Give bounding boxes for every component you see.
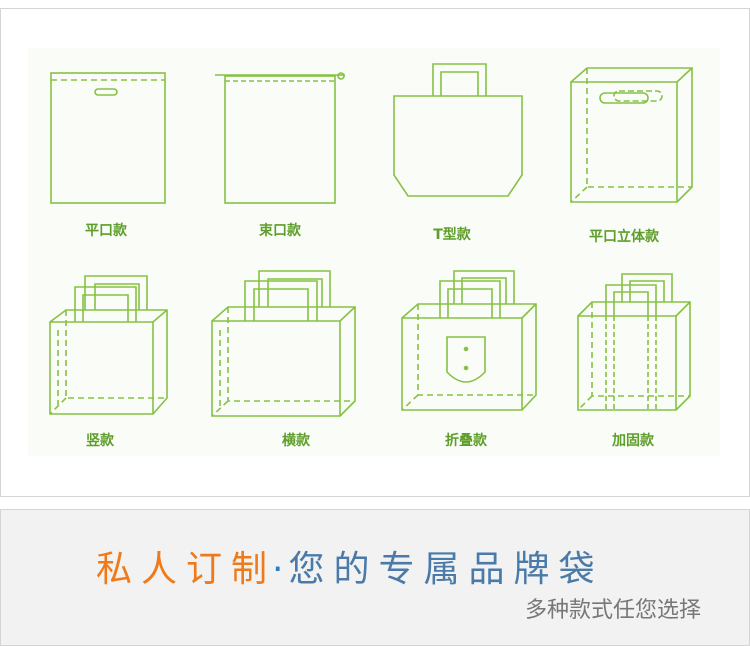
bag-label-t-shape: T型款	[433, 227, 471, 243]
banner-title-separator: ·	[272, 549, 293, 590]
banner-title-blue: 您的专属品牌袋	[288, 549, 604, 590]
bag-label-folding: 折叠款	[445, 433, 487, 449]
bag-label-vertical: 竖款	[86, 433, 114, 449]
bag-label-flat: 平口款	[85, 223, 127, 239]
folding-bag-icon	[401, 270, 537, 411]
drawstring-bag-icon	[215, 72, 345, 204]
vertical-bag-icon	[49, 275, 168, 415]
bag-illustrations	[49, 63, 693, 417]
flat-3d-bag-icon	[570, 67, 693, 203]
bag-label-reinforced: 加固款	[612, 433, 654, 449]
bag-label-drawstring: 束口款	[259, 223, 301, 239]
reinforced-bag-icon	[577, 273, 691, 411]
promo-banner: 私人订制·您的专属品牌袋 多种款式任您选择	[0, 509, 750, 646]
banner-title-orange: 私人订制	[96, 549, 277, 590]
flat-bag-icon	[50, 72, 166, 204]
horizontal-bag-icon	[211, 270, 356, 417]
bag-label-horizontal: 横款	[282, 433, 310, 449]
bag-styles-panel	[28, 48, 720, 456]
t-shape-bag-icon	[393, 63, 523, 197]
banner-title: 私人订制·您的专属品牌袋	[96, 540, 603, 592]
banner-subtitle: 多种款式任您选择	[524, 598, 701, 623]
bag-label-flat-3d: 平口立体款	[589, 229, 659, 245]
